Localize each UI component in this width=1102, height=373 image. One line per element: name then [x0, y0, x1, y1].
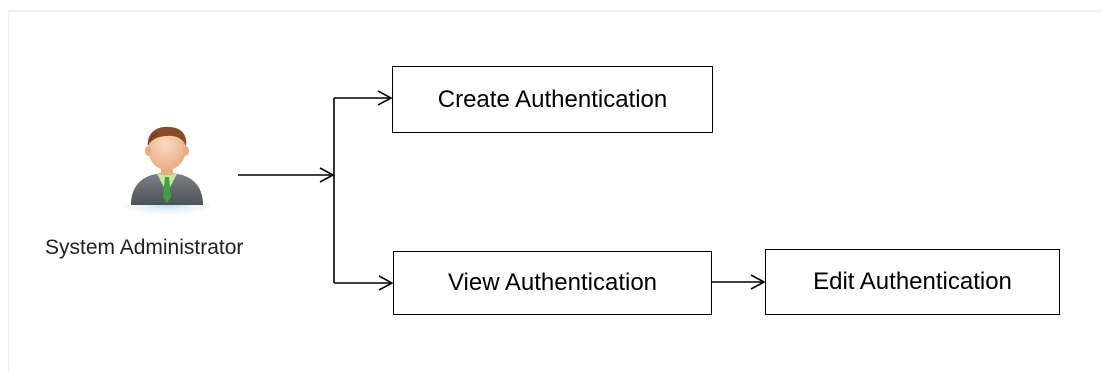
view-authentication-box: View Authentication [393, 251, 712, 315]
system-administrator-label: System Administrator [45, 236, 244, 259]
arrowhead-trunk [319, 167, 335, 183]
arrowhead-view [378, 275, 394, 291]
arrowhead-edit [750, 274, 766, 290]
create-authentication-box: Create Authentication [392, 66, 713, 133]
view-authentication-label: View Authentication [447, 269, 658, 296]
create-authentication-label: Create Authentication [437, 85, 668, 113]
edit-authentication-box: Edit Authentication [765, 249, 1060, 315]
administrator-user-icon [123, 126, 211, 214]
frame-left-border [8, 10, 9, 373]
edit-authentication-label: Edit Authentication [813, 268, 1012, 295]
arrowhead-create [377, 90, 393, 106]
frame-top-border [8, 10, 1102, 12]
